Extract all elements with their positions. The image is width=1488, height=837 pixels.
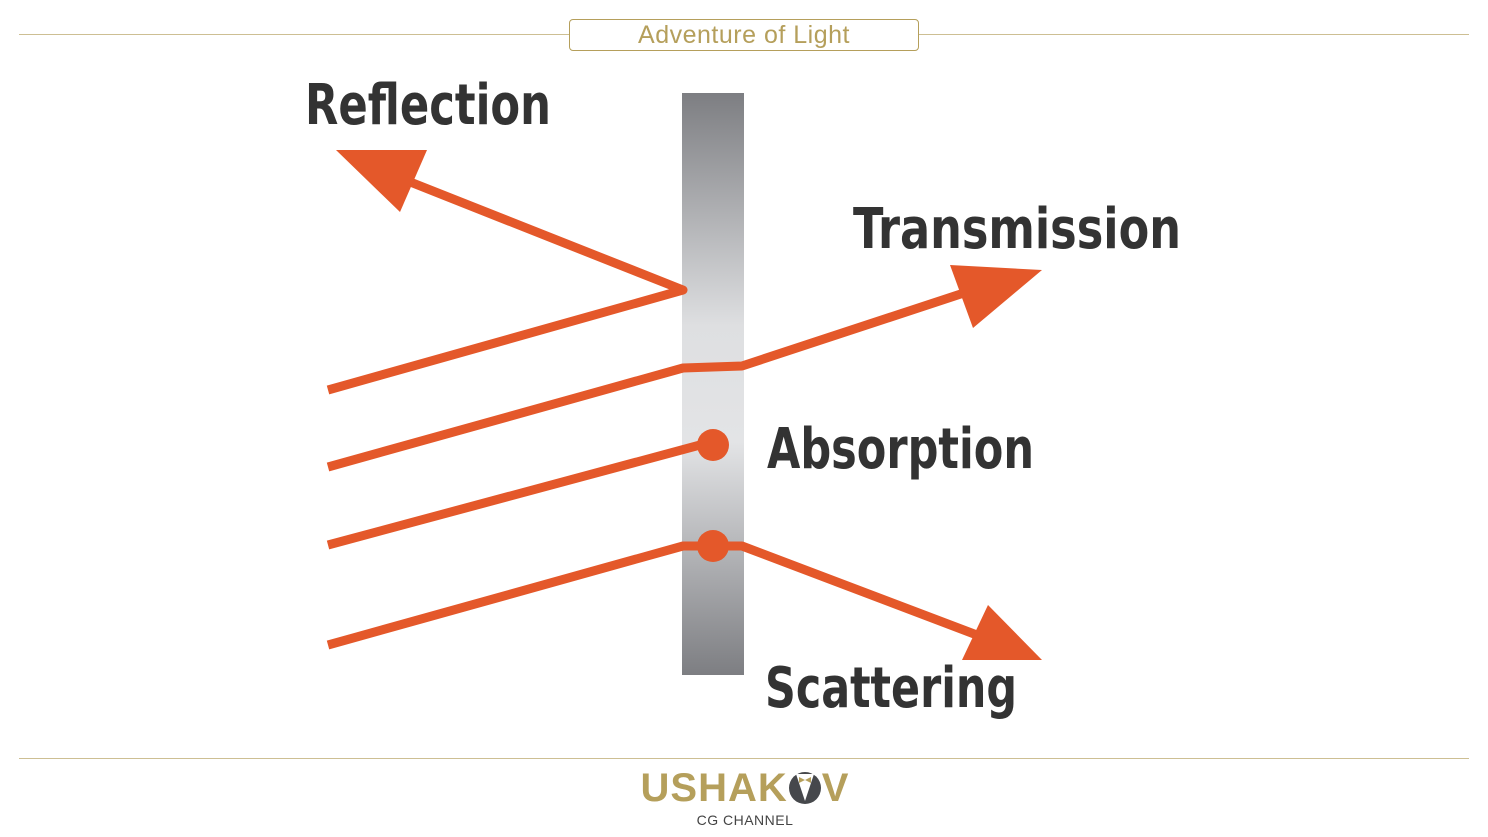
reflection-ray bbox=[326, 167, 688, 395]
reflection-arrowhead-icon bbox=[336, 150, 427, 212]
logo-wordmark: USHAK V bbox=[640, 766, 850, 810]
absorption-ray bbox=[326, 440, 702, 550]
label-scattering: Scattering bbox=[765, 656, 1017, 721]
transmission-ray bbox=[326, 281, 987, 472]
label-absorption: Absorption bbox=[767, 417, 1034, 482]
scattering-ray bbox=[326, 541, 992, 650]
scattering-arrowhead-icon bbox=[962, 605, 1042, 660]
material-slab bbox=[682, 93, 744, 675]
tuxedo-o-icon bbox=[788, 772, 821, 804]
absorption-point bbox=[697, 429, 729, 461]
logo-subtitle: CG CHANNEL bbox=[696, 812, 794, 828]
scattering-point bbox=[697, 530, 729, 562]
slide-title: Adventure of Light bbox=[569, 19, 919, 51]
channel-logo: USHAK V CG CHANNEL bbox=[640, 766, 850, 828]
label-reflection: Reflection bbox=[305, 73, 551, 138]
bottom-rule bbox=[19, 758, 1469, 759]
label-transmission: Transmission bbox=[853, 197, 1181, 262]
transmission-arrowhead-icon bbox=[950, 265, 1042, 328]
